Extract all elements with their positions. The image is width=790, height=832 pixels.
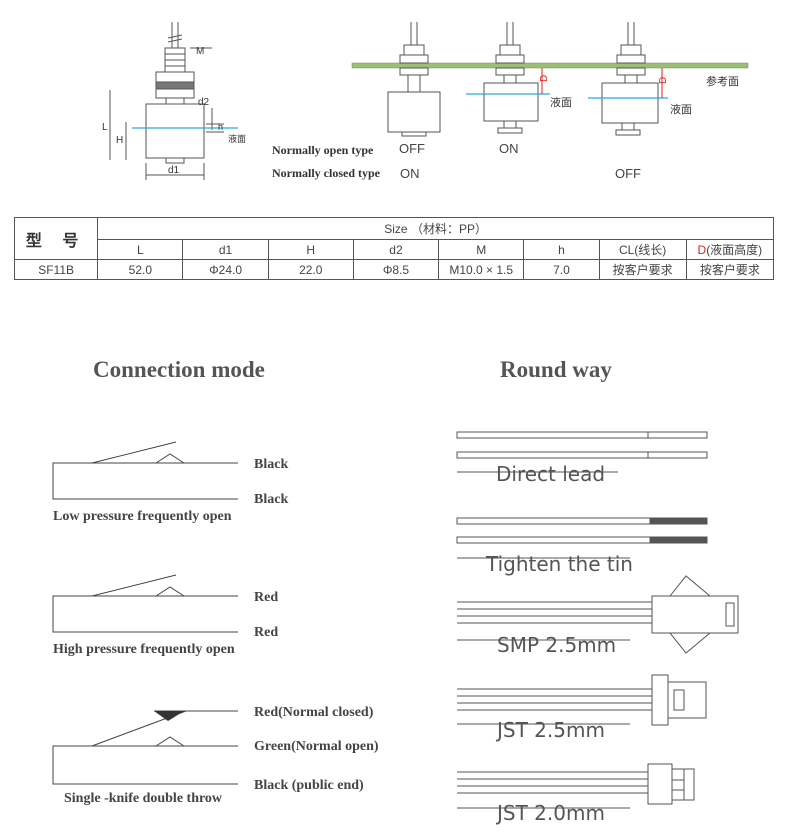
- jst20-connector-drawing: [457, 763, 695, 809]
- reference-surface-label: 参考面: [706, 74, 739, 88]
- wire-label-black-2: Black: [254, 492, 288, 507]
- dim-d2: d2: [198, 97, 210, 108]
- wire-label-red-1: Red: [254, 590, 278, 605]
- cell-h: 22.0: [267, 259, 354, 280]
- connection-diagrams: Black Black Red Red Red(Normal closed) G…: [52, 441, 379, 806]
- dim-l: L: [102, 122, 108, 133]
- cell-l: 52.0: [97, 259, 184, 280]
- col-cl: CL(线长): [598, 239, 687, 260]
- switch-low-pressure: [52, 441, 238, 500]
- dim-d-c: D: [658, 77, 669, 84]
- wire-label-black-1: Black: [254, 457, 288, 472]
- round-label-tighten-tin: Tighten the tin: [485, 552, 633, 576]
- cell-d: 按客户要求: [685, 259, 775, 280]
- cell-cl: 按客户要求: [598, 259, 687, 280]
- col-d1: d1: [182, 239, 269, 260]
- dim-d1: d1: [168, 165, 180, 176]
- col-d-suffix: (液面高度): [706, 243, 763, 257]
- cell-model: SF11B: [13, 259, 99, 280]
- wire-label-green-open: Green(Normal open): [254, 739, 379, 754]
- model-header: 型 号: [13, 217, 99, 260]
- caption-low-pressure: Low pressure frequently open: [53, 509, 232, 524]
- cell-d2: Φ8.5: [352, 259, 440, 280]
- wire-label-black-public: Black (public end): [254, 778, 364, 793]
- col-l: L: [97, 239, 184, 260]
- col-h-small: h: [523, 239, 600, 260]
- state-closed-a: ON: [400, 166, 420, 181]
- cell-d1: Φ24.0: [182, 259, 269, 280]
- round-label-jst25: JST 2.5mm: [495, 718, 605, 742]
- caption-double-throw: Single -knife double throw: [64, 791, 223, 806]
- jst25-connector-drawing: [457, 674, 707, 726]
- sensor-a-drawing: [387, 22, 441, 137]
- col-h: H: [267, 239, 354, 260]
- termination-diagrams: Direct lead Tighten the tin SMP 2.5mm JS…: [456, 431, 739, 825]
- column-header-row: L d1 H d2 M h CL(线长) D(液面高度): [15, 239, 775, 260]
- liquid-surface-label-b: 液面: [550, 95, 572, 109]
- size-header: Size （材料：PP）: [97, 217, 774, 240]
- wire-label-red-closed: Red(Normal closed): [254, 705, 374, 720]
- dim-m: M: [196, 46, 204, 57]
- connection-mode-title: Connection mode: [93, 357, 265, 382]
- dim-h-lower: h: [218, 122, 223, 132]
- col-d: D(液面高度): [685, 239, 775, 260]
- round-way-title: Round way: [500, 357, 612, 382]
- normally-open-label: Normally open type: [272, 143, 374, 157]
- round-label-jst20: JST 2.0mm: [495, 801, 605, 825]
- spec-table: 型 号 Size （材料：PP） L d1 H d2 M h CL(线长) D(…: [13, 217, 775, 280]
- state-closed-c: OFF: [615, 166, 641, 181]
- closed-contact-marker: [154, 711, 184, 721]
- wire-label-red-2: Red: [254, 625, 278, 640]
- tin-lead-drawing: [456, 517, 708, 559]
- cell-h-small: 7.0: [523, 259, 600, 280]
- col-m: M: [438, 239, 525, 260]
- caption-high-pressure: High pressure frequently open: [53, 642, 235, 657]
- smp-connector-drawing: [457, 575, 739, 654]
- dimension-diagram: M d2 L H h 液面 d1 参考面 D 液面: [102, 22, 749, 181]
- round-label-direct-lead: Direct lead: [496, 462, 605, 486]
- col-d2: d2: [352, 239, 440, 260]
- cell-m: M10.0 × 1.5: [438, 259, 525, 280]
- col-d-prefix: D: [697, 243, 707, 257]
- direct-lead-drawing: [456, 431, 708, 473]
- liquid-surface-label-c: 液面: [670, 102, 692, 116]
- sensor-c-drawing: [601, 22, 659, 136]
- round-label-smp: SMP 2.5mm: [497, 633, 616, 657]
- state-open-a: OFF: [399, 141, 425, 156]
- dim-h-upper: H: [116, 135, 123, 146]
- sensor-b-drawing: [483, 22, 539, 134]
- dim-d-b: D: [539, 75, 550, 82]
- switch-double-throw: [52, 710, 238, 785]
- normally-closed-label: Normally closed type: [272, 166, 381, 180]
- reference-board: [351, 62, 749, 69]
- switch-high-pressure: [52, 574, 238, 633]
- liquid-surface-label: 液面: [228, 133, 246, 144]
- sensor-dimension-drawing: [109, 22, 224, 180]
- state-open-b: ON: [499, 141, 519, 156]
- table-row: SF11B 52.0 Φ24.0 22.0 Φ8.5 M10.0 × 1.5 7…: [13, 259, 775, 280]
